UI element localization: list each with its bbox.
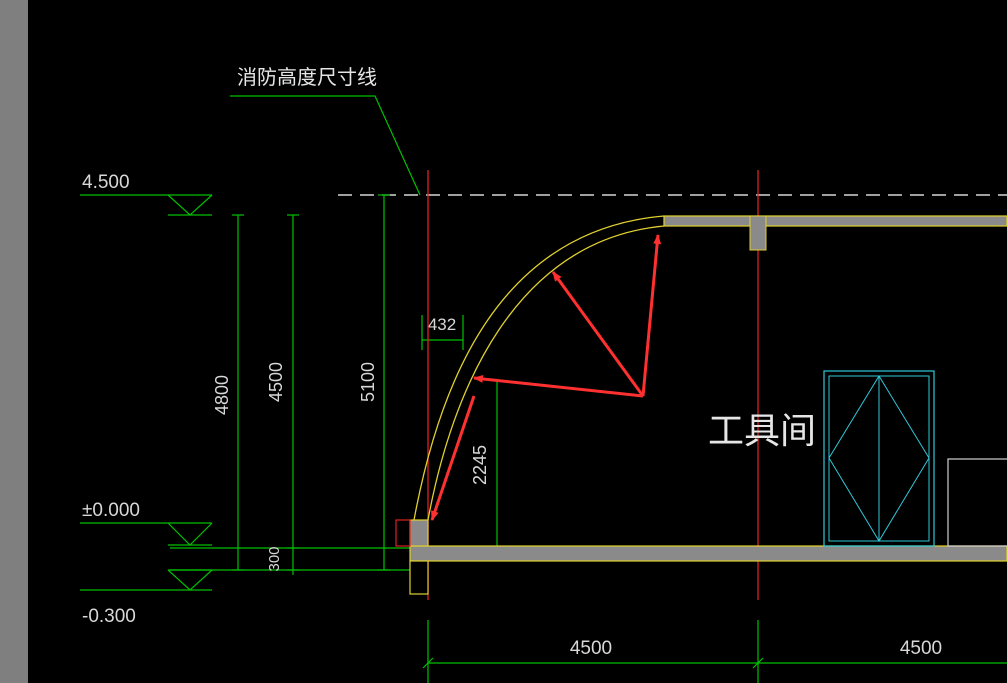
- curved-wall-outer: [413, 215, 665, 521]
- level-marker-ground: [80, 522, 213, 546]
- roof-slab: [663, 215, 1007, 227]
- dim-bay-2: 4500: [900, 638, 942, 659]
- annotation-label: 消防高度尺寸线: [237, 65, 377, 89]
- level-label-top: 4.500: [82, 172, 130, 193]
- level-marker-bottom: [80, 569, 213, 591]
- dim-432: 432: [428, 315, 456, 334]
- level-label-bottom: -0.300: [82, 606, 136, 627]
- dim-4800: 4800: [212, 375, 232, 415]
- window-door: [823, 370, 935, 547]
- side-box: [947, 458, 1007, 547]
- roof-beam: [749, 215, 767, 251]
- dim-4500-vertical: 4500: [266, 362, 286, 402]
- column-base: [409, 519, 429, 547]
- curved-wall-inner: [427, 225, 665, 521]
- foundation-stub: [409, 560, 429, 595]
- dim-lines-vertical: [170, 194, 515, 575]
- level-marker-top: [80, 194, 213, 216]
- room-label: 工具间: [708, 411, 816, 452]
- ground-slab: [409, 545, 1007, 562]
- level-label-ground: ±0.000: [82, 500, 140, 521]
- dim-300: 300: [266, 546, 283, 571]
- base-marker: [395, 519, 411, 547]
- annotation-leader: [230, 95, 421, 196]
- left-scrollbar[interactable]: [0, 0, 28, 683]
- dim-5100: 5100: [358, 362, 378, 402]
- dim-2245: 2245: [470, 445, 490, 485]
- dim-bay-1: 4500: [570, 638, 612, 659]
- dim-lines-horizontal: [422, 620, 1007, 683]
- red-arrows: [430, 234, 662, 521]
